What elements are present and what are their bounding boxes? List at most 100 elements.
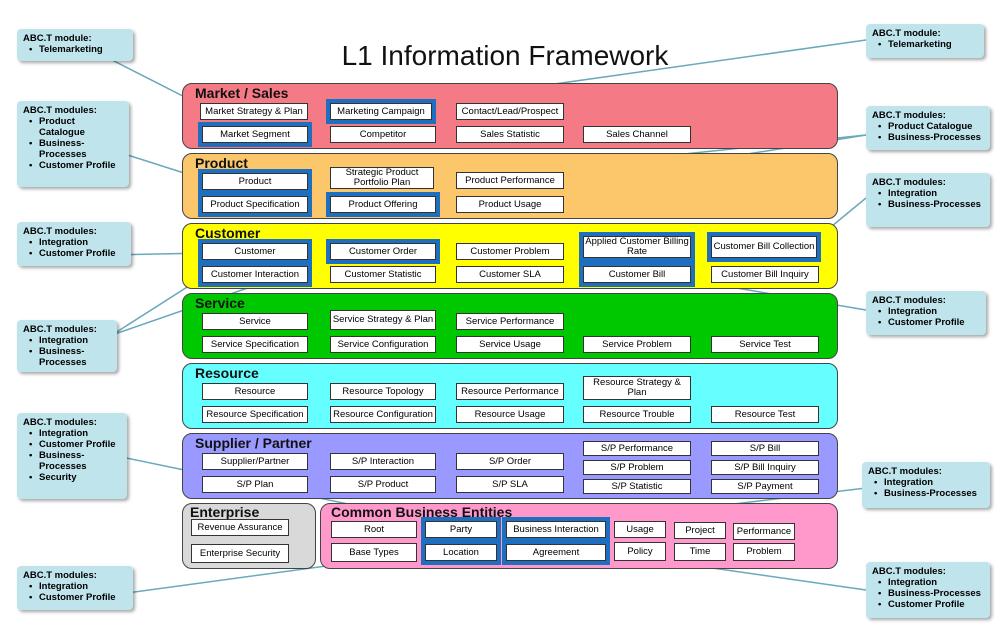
entity-box: S/P Statistic	[583, 479, 691, 494]
entity-box: Product Offering	[326, 192, 440, 217]
entity-box: Resource Strategy & Plan	[583, 376, 691, 400]
entity-box: S/P Plan	[202, 476, 308, 493]
callout-item: Business-Processes	[878, 588, 984, 599]
callout-item: Customer Profile	[878, 599, 984, 610]
callout-item: Customer Profile	[29, 439, 121, 450]
entity-box: Resource Test	[711, 406, 819, 423]
entity-box: Time	[674, 543, 726, 561]
entity-box: Product Specification	[198, 192, 312, 217]
entity-box: Resource Topology	[330, 383, 436, 400]
callout-header: ABC.T modules:	[23, 417, 97, 428]
entity-box: Service Usage	[456, 336, 564, 353]
entity-box: Usage	[614, 521, 666, 538]
entity-box: S/P Problem	[583, 460, 691, 475]
callout-item: Integration	[874, 477, 984, 488]
entity-box: Sales Channel	[583, 126, 691, 143]
entity-box: S/P Payment	[711, 479, 819, 494]
entity-box: Service Test	[711, 336, 819, 353]
entity-box: Policy	[614, 542, 666, 561]
entity-box: Resource Configuration	[330, 406, 436, 423]
callout-header: ABC.T modules:	[23, 324, 97, 335]
module-callout: ABC.T modules: Integration Business-Proc…	[866, 173, 990, 227]
callout-header: ABC.T modules:	[23, 105, 97, 116]
callout-item: Customer Profile	[878, 317, 980, 328]
callout-item: Customer Profile	[29, 160, 123, 171]
entity-box: Base Types	[331, 543, 417, 562]
module-callout: ABC.T modules: Integration Business-Proc…	[866, 562, 990, 618]
callout-item: Telemarketing	[878, 39, 978, 50]
callout-item: Business-Processes	[878, 132, 984, 143]
module-callout: ABC.T modules: Product Catalogue Busines…	[17, 101, 129, 187]
entity-box: Party	[421, 517, 501, 542]
callout-header: ABC.T module:	[872, 28, 941, 39]
callout-item: Customer Profile	[29, 248, 125, 259]
callout-item: Security	[29, 472, 121, 483]
module-callout: ABC.T modules: Integration Customer Prof…	[17, 222, 131, 266]
entity-box: Product Performance	[456, 172, 564, 189]
entity-box: Revenue Assurance	[191, 519, 289, 536]
entity-box: Contact/Lead/Prospect	[456, 103, 564, 120]
entity-box: Resource	[202, 383, 308, 400]
callout-header: ABC.T modules:	[872, 295, 946, 306]
entity-box: S/P Performance	[583, 441, 691, 456]
entity-box: Project	[674, 522, 726, 539]
entity-box: Customer SLA	[456, 266, 564, 283]
callout-header: ABC.T modules:	[872, 566, 946, 577]
module-callout: ABC.T modules: Integration Business-Proc…	[17, 320, 117, 372]
callout-item: Telemarketing	[29, 44, 127, 55]
entity-box: Product Usage	[456, 196, 564, 213]
callout-header: ABC.T modules:	[868, 466, 942, 477]
entity-box: Enterprise Security	[191, 544, 289, 563]
entity-box: Customer Statistic	[330, 266, 436, 283]
callout-header: ABC.T module:	[23, 33, 92, 44]
module-callout: ABC.T modules: Integration Business-Proc…	[862, 462, 990, 508]
callout-item: Business-Processes	[29, 450, 121, 472]
callout-item: Integration	[29, 428, 121, 439]
entity-box: Supplier/Partner	[202, 453, 308, 470]
entity-box: Resource Performance	[456, 383, 564, 400]
panel-title: Common Business Entities	[331, 504, 513, 520]
panel-title: Market / Sales	[195, 85, 289, 101]
callout-item: Business-Processes	[29, 138, 123, 160]
entity-box: Resource Trouble	[583, 406, 691, 423]
panel-title: Supplier / Partner	[195, 435, 312, 451]
module-callout: ABC.T modules: Product Catalogue Busines…	[866, 106, 990, 150]
panel-title: Service	[195, 295, 245, 311]
callout-item: Business-Processes	[874, 488, 984, 499]
entity-box: Customer Problem	[456, 243, 564, 260]
entity-box: S/P Interaction	[330, 453, 436, 470]
entity-box: Service Strategy & Plan	[330, 310, 436, 330]
callout-item: Integration	[878, 577, 984, 588]
entity-box: S/P SLA	[456, 476, 564, 493]
callout-item: Business-Processes	[29, 346, 111, 368]
callout-header: ABC.T modules:	[23, 226, 97, 237]
entity-box: Product	[198, 169, 312, 194]
entity-box: Service Specification	[202, 336, 308, 353]
entity-box: Customer Bill Collection	[707, 232, 821, 262]
entity-box: Root	[331, 521, 417, 538]
entity-box: Service Configuration	[330, 336, 436, 353]
module-callout: ABC.T modules: Integration Customer Prof…	[17, 566, 133, 610]
entity-box: Agreement	[502, 540, 610, 565]
entity-box: Sales Statistic	[456, 126, 564, 143]
callout-header: ABC.T modules:	[872, 110, 946, 121]
entity-box: Resource Specification	[202, 406, 308, 423]
panel-title: Customer	[195, 225, 261, 241]
entity-box: Applied Customer Billing Rate	[579, 232, 695, 262]
entity-box: Competitor	[330, 126, 436, 143]
entity-box: Business Interaction	[502, 517, 610, 542]
entity-box: Location	[421, 540, 501, 565]
callout-item: Product Catalogue	[878, 121, 984, 132]
panel-title: Product	[195, 155, 248, 171]
entity-box: Customer	[198, 239, 312, 264]
panel-title: Enterprise	[190, 504, 260, 520]
entity-box: Marketing Campaign	[326, 99, 436, 124]
callout-item: Product Catalogue	[29, 116, 123, 138]
entity-box: S/P Bill	[711, 441, 819, 456]
module-callout: ABC.T module: Telemarketing	[866, 24, 984, 58]
entity-box: Resource Usage	[456, 406, 564, 423]
panel-title: Resource	[195, 365, 259, 381]
entity-box: Customer Order	[326, 239, 440, 264]
entity-box: Service	[202, 313, 308, 330]
